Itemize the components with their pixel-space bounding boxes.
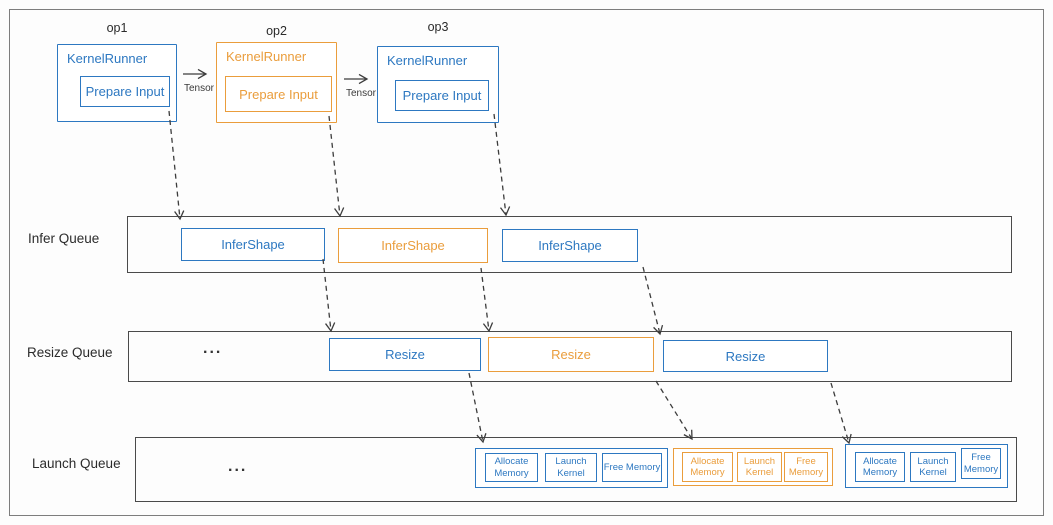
tensor-arrow-label: Tensor (184, 83, 215, 94)
kernelrunner-label: KernelRunner (67, 51, 148, 66)
launch-kernel-box: Launch Kernel (545, 453, 597, 482)
op3-label: op3 (427, 20, 449, 34)
resize-queue-ellipsis: ... (203, 340, 223, 357)
launch-kernel-box: Launch Kernel (737, 452, 782, 482)
allocate-memory-box: Allocate Memory (855, 452, 905, 482)
op2-label: op2 (266, 24, 287, 38)
allocate-memory-box: Allocate Memory (682, 452, 733, 482)
resize-queue-label: Resize Queue (27, 345, 113, 360)
kernelrunner-label: KernelRunner (226, 49, 307, 64)
free-memory-box: Free Memory (961, 448, 1001, 479)
infershape-box: InferShape (181, 228, 325, 261)
free-memory-box: Free Memory (784, 452, 828, 482)
kernelrunner-label: KernelRunner (387, 53, 468, 68)
launch-queue-ellipsis: ... (228, 458, 248, 475)
kernelrunner-box-op3: KernelRunner Prepare Input (377, 46, 499, 123)
kernelrunner-box-op2: KernelRunner Prepare Input (216, 42, 337, 123)
resize-box: Resize (663, 340, 828, 372)
free-memory-box: Free Memory (602, 453, 662, 482)
infershape-box: InferShape (502, 229, 638, 262)
prepare-input-box: Prepare Input (80, 76, 170, 107)
resize-box: Resize (488, 337, 654, 372)
prepare-input-box: Prepare Input (225, 76, 332, 112)
allocate-memory-box: Allocate Memory (485, 453, 538, 482)
op1-label: op1 (106, 21, 128, 35)
kernelrunner-box-op1: KernelRunner Prepare Input (57, 44, 177, 122)
tensor-arrow-label: Tensor (346, 88, 377, 99)
infer-queue-label: Infer Queue (28, 231, 100, 246)
launch-kernel-box: Launch Kernel (910, 452, 956, 482)
prepare-input-box: Prepare Input (395, 80, 489, 111)
infershape-box: InferShape (338, 228, 488, 263)
resize-box: Resize (329, 338, 481, 371)
launch-queue-label: Launch Queue (32, 456, 121, 471)
